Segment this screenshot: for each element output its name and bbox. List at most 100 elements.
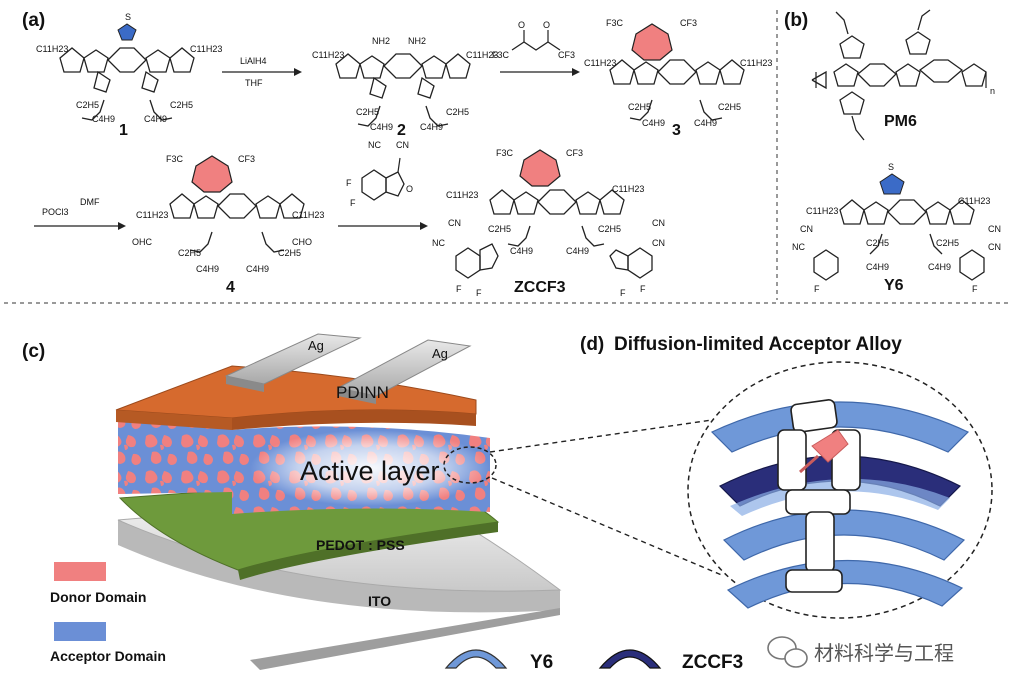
pedot-label: PEDOT : PSS: [316, 537, 405, 553]
compound-number-4: 4: [226, 279, 235, 296]
substituent-label: F3C: [492, 50, 510, 60]
substituent-label: C2H5: [446, 107, 469, 117]
substituent-label: OHC: [132, 237, 153, 247]
substituent-label: CF3: [238, 154, 255, 164]
panel-label-d: (d): [580, 334, 604, 355]
molecule-1: [59, 23, 195, 121]
substituent-label: C2H5: [170, 100, 193, 110]
substituent-label: C4H9: [246, 264, 269, 274]
substituent-label: C4H9: [566, 246, 589, 256]
substituent-label: NH2: [372, 36, 390, 46]
atom-label: O: [518, 20, 525, 30]
pdinn-label: PDINN: [336, 383, 389, 402]
pedot-layer-edge: [238, 522, 498, 580]
substituent-label: F3C: [166, 154, 184, 164]
substituent-label: C4H9: [642, 118, 665, 128]
pin-icon: [799, 429, 849, 474]
atom-label: O: [543, 20, 550, 30]
atom-label: S: [888, 162, 894, 172]
substituent-label: C11H23: [612, 184, 644, 194]
legend-swatch-donor: [54, 562, 106, 581]
atom-label: F: [640, 284, 646, 294]
repeat-unit-label: n: [990, 86, 995, 96]
ito-label: ITO: [368, 593, 391, 609]
substituent-label: CN: [652, 238, 665, 248]
atom-label: F: [456, 284, 462, 294]
compound-number-3: 3: [672, 122, 681, 139]
active-layer-label: Active layer: [300, 456, 440, 486]
atom-label: F: [350, 198, 356, 208]
ito-layer-edge: [118, 520, 560, 613]
substituent-label: C4H9: [928, 262, 951, 272]
substituent-label: C4H9: [144, 114, 167, 124]
atom-label: F: [620, 288, 626, 298]
substituent-label: C11H23: [806, 206, 838, 216]
substituent-label: C2H5: [628, 102, 651, 112]
panel-label-b: (b): [784, 10, 808, 31]
legend-label-donor: Donor Domain: [50, 589, 146, 605]
molecule-pm6: [811, 9, 987, 141]
substituent-label: CN: [396, 140, 409, 150]
substituent-label: C2H5: [488, 224, 511, 234]
reagent-label: LiAlH4: [240, 56, 267, 66]
substituent-label: F3C: [606, 18, 624, 28]
atom-label: F: [346, 178, 352, 188]
reagent-label: THF: [245, 78, 263, 88]
device-stack: [115, 333, 562, 670]
zoom-line-top: [489, 419, 713, 453]
substituent-label: C2H5: [866, 238, 889, 248]
substituent-label: C11H23: [292, 210, 324, 220]
substituent-label: NC: [368, 140, 381, 150]
substituent-label: CF3: [680, 18, 697, 28]
substituent-label: CHO: [292, 237, 312, 247]
panel-label-c: (c): [22, 341, 45, 362]
compound-name-y6: Y6: [884, 277, 904, 294]
substituent-label: C2H5: [936, 238, 959, 248]
substituent-label: C11H23: [584, 58, 616, 68]
substituent-label: C11H23: [136, 210, 168, 220]
molecule-4: [169, 155, 305, 253]
molecule-zccf3: [455, 149, 653, 279]
substituent-label: CN: [800, 224, 813, 234]
substituent-label: F3C: [496, 148, 514, 158]
substituent-label: C11H23: [466, 50, 498, 60]
ag-label-1: Ag: [308, 338, 324, 353]
legend-arc-zccf3: [598, 649, 662, 669]
substituent-label: NC: [432, 238, 445, 248]
pdinn-layer: [115, 365, 477, 419]
substituent-label: CF3: [566, 148, 583, 158]
compound-number-1: 1: [119, 122, 128, 139]
arrow-head: [420, 222, 428, 230]
reagent-label: DMF: [80, 197, 100, 207]
pdinn-layer-edge: [232, 409, 476, 430]
substituent-label: C2H5: [718, 102, 741, 112]
substituent-label: C4H9: [510, 246, 533, 256]
arrow-head: [572, 68, 580, 76]
substituent-label: CF3: [558, 50, 575, 60]
atom-label: F: [476, 288, 482, 298]
legend-swatch-acceptor: [54, 622, 106, 641]
molecule-2: [335, 53, 471, 127]
substituent-label: C11H23: [740, 58, 772, 68]
substituent-label: CN: [988, 224, 1001, 234]
ito-layer-base: [250, 608, 560, 670]
compound-name-pm6: PM6: [884, 113, 917, 130]
active-layer-side: [118, 420, 232, 494]
legend-label-y6: Y6: [530, 652, 553, 673]
substituent-label: C2H5: [178, 248, 201, 258]
substituent-label: C4H9: [420, 122, 443, 132]
substituent-label: C2H5: [356, 107, 379, 117]
watermark-text: 材料科学与工程: [814, 641, 954, 665]
atom-label: S: [125, 12, 131, 22]
substituent-label: C4H9: [196, 264, 219, 274]
substituent-label: C4H9: [694, 118, 717, 128]
substituent-label: C11H23: [446, 190, 478, 200]
substituent-label: CN: [448, 218, 461, 228]
arrow-head: [118, 222, 126, 230]
atom-label: O: [406, 184, 413, 194]
arrow-head: [294, 68, 302, 76]
substituent-label: C4H9: [370, 122, 393, 132]
zoom-line-bottom: [491, 477, 725, 577]
